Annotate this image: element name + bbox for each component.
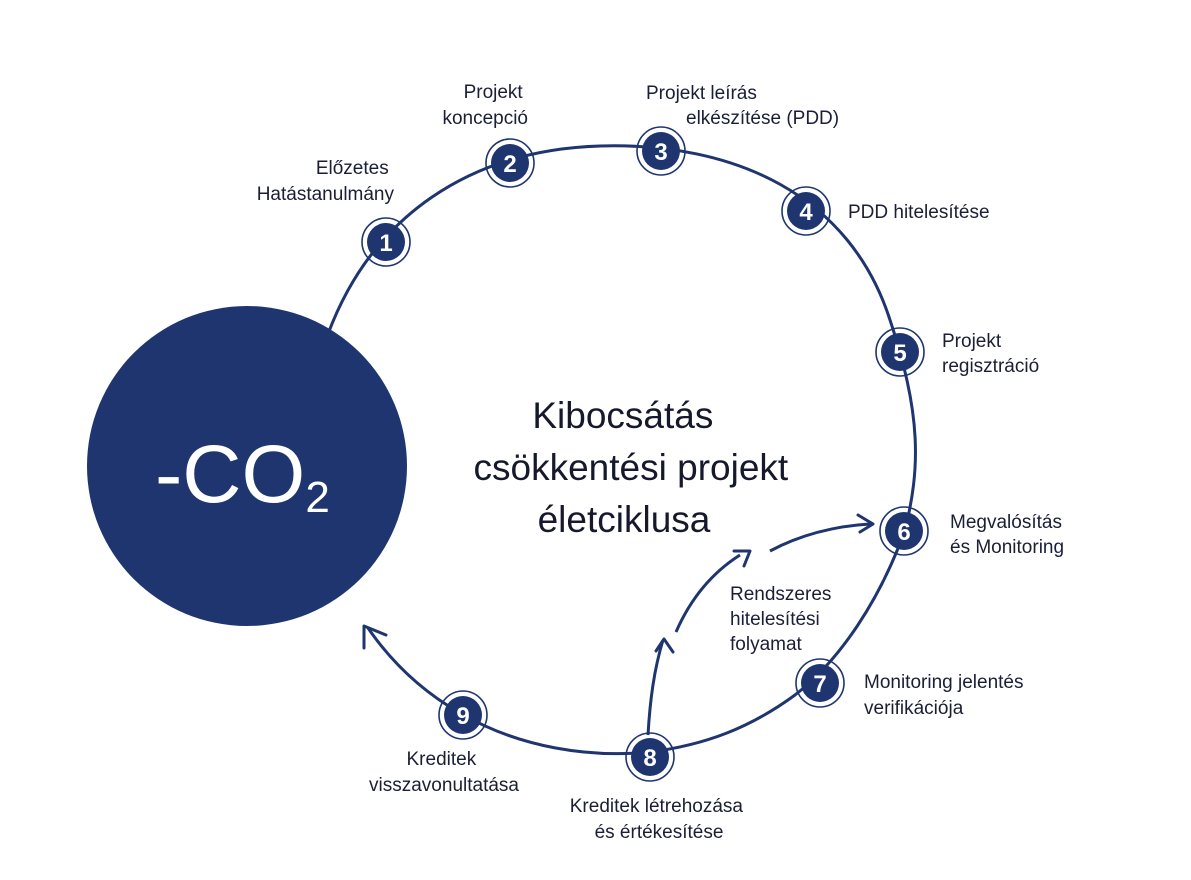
verification-arrow-head-1: [654, 637, 675, 654]
step-node-6: 6: [879, 506, 929, 556]
step-label-4: PDD hitelesítése: [848, 202, 990, 223]
svg-text:5: 5: [893, 340, 906, 367]
verification-arrow-head-3: [856, 513, 875, 534]
step-node-4: 4: [781, 186, 831, 236]
step-label-8: Kreditek létrehozása és értékesítése: [570, 796, 749, 843]
svg-text:7: 7: [813, 671, 826, 698]
step-node-5: 5: [875, 327, 925, 377]
svg-text:4: 4: [799, 199, 813, 226]
step-node-2: 2: [485, 138, 535, 188]
step-node-9: 9: [438, 690, 488, 740]
verification-loop-path-3: [769, 522, 871, 553]
step-label-6: Megvalósítás és Monitoring: [950, 512, 1067, 558]
svg-text:8: 8: [643, 745, 656, 772]
step-node-7: 7: [795, 658, 845, 708]
step-label-1: Előzetes Hatástanulmány: [257, 158, 395, 205]
step-node-1: 1: [361, 217, 411, 267]
step-label-5: Projekt regisztráció: [942, 331, 1039, 377]
co2-text: -CO2: [155, 429, 330, 522]
svg-text:6: 6: [897, 519, 910, 546]
center-title: Kibocsátás csökkentési projekt életciklu…: [474, 395, 799, 540]
step-label-7: Monitoring jelentés verifikációja: [864, 672, 1029, 719]
co2-circle: [87, 306, 407, 626]
verification-arrow-head-2: [732, 549, 752, 568]
verification-loop-label: Rendszeres hitelesítési folyamat: [730, 584, 837, 655]
step-node-3: 3: [636, 126, 686, 176]
svg-text:3: 3: [654, 139, 667, 166]
return-arrow-head: [362, 624, 388, 650]
step-label-2: Projekt koncepció: [442, 82, 528, 129]
svg-text:2: 2: [503, 151, 516, 178]
step-label-9: Kreditek visszavonultatása: [369, 749, 519, 796]
step-node-8: 8: [625, 732, 675, 782]
svg-text:1: 1: [379, 230, 392, 257]
verification-loop-path: [646, 639, 665, 736]
verification-loop-path-2: [674, 553, 741, 633]
step-label-3: Projekt leírás elkészítése (PDD): [646, 83, 839, 129]
svg-text:9: 9: [456, 703, 469, 730]
